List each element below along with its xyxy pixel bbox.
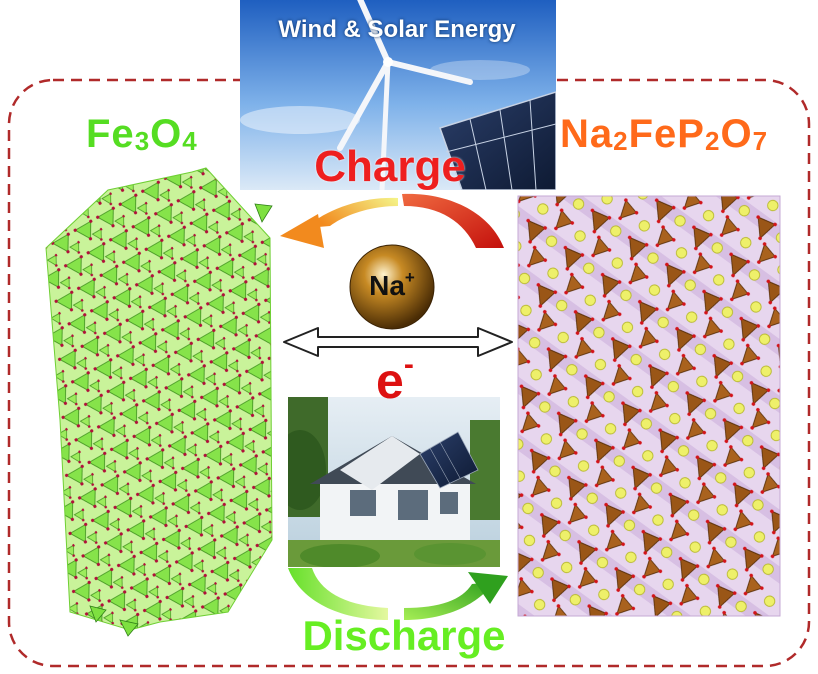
fe3o4-sub-4: 4 <box>182 126 198 156</box>
nfp-na: Na <box>560 112 614 156</box>
ion-charge: + <box>404 268 415 287</box>
dashed-border <box>7 78 811 668</box>
discharge-arrows <box>288 568 508 620</box>
nfp-sub-7: 7 <box>752 126 769 156</box>
discharge-label: Discharge <box>302 612 506 659</box>
na2fep2o7-label: Na2FeP2O7 <box>560 112 768 157</box>
electron-symbol: e <box>376 353 404 409</box>
sodium-ion-sphere <box>349 244 435 330</box>
charge-arrow-head-icon <box>280 214 324 248</box>
sodium-ion-label: Na+ <box>357 268 427 302</box>
na2fep2o7-crystal-structure <box>517 195 781 617</box>
double-arrow-icon <box>283 327 513 357</box>
fe3o4-fe: Fe <box>86 112 135 156</box>
charge-label: Charge <box>314 142 466 191</box>
electron-label: e- <box>376 348 414 410</box>
wind-solar-photo <box>240 0 556 190</box>
nfp-o: O <box>720 112 753 156</box>
charge-arrows <box>280 193 504 248</box>
fe3o4-label: Fe3O4 <box>86 112 198 157</box>
fe3o4-sub-3: 3 <box>134 126 151 156</box>
nfp-sub-2b: 2 <box>704 126 721 156</box>
house-photo <box>288 397 500 567</box>
nfp-fep: FeP <box>628 112 705 156</box>
fe3o4-crystal-structure <box>45 167 273 637</box>
discharge-arrow-head-icon <box>468 572 508 604</box>
nfp-sub-2a: 2 <box>613 126 629 156</box>
wind-solar-title: Wind & Solar Energy <box>278 16 516 43</box>
electron-charge: - <box>403 348 414 381</box>
ion-symbol: Na <box>369 270 405 301</box>
fe3o4-o: O <box>150 112 183 156</box>
